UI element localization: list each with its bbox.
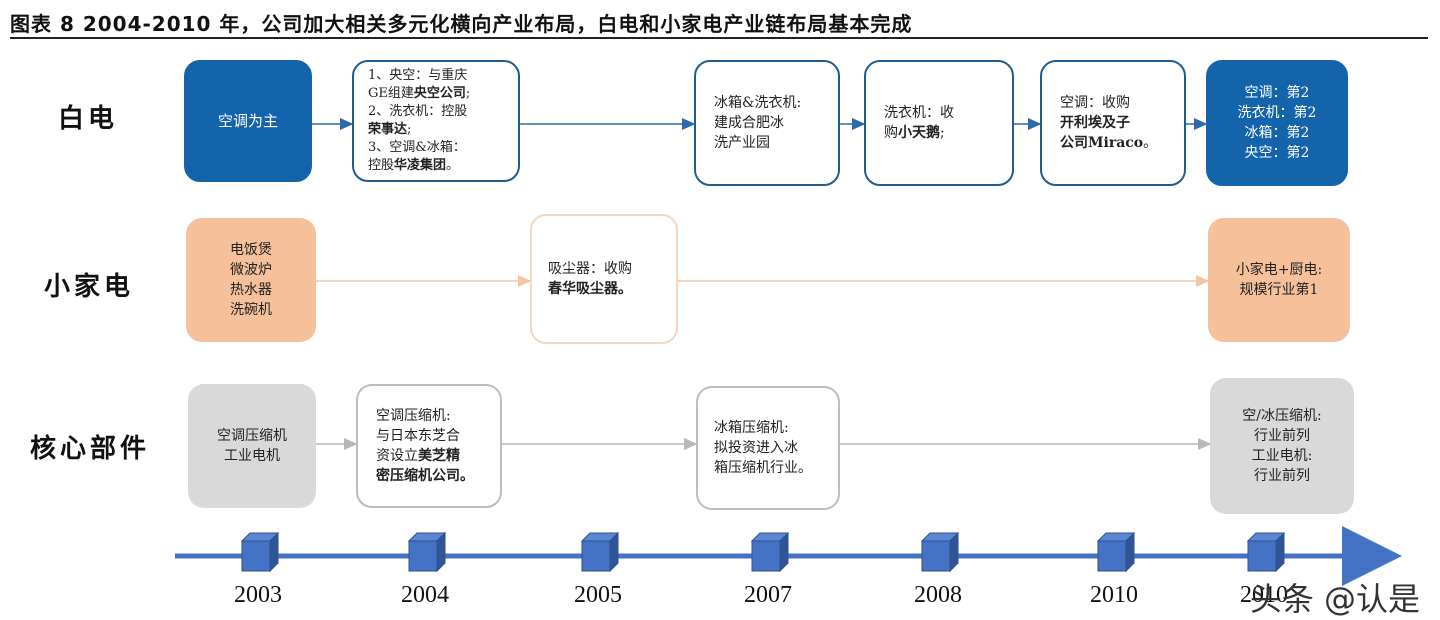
timeline-marker-2005 [580, 531, 620, 573]
year-2003: 2003 [234, 582, 282, 608]
year-2008: 2008 [914, 582, 962, 608]
small-2003-line4: 洗碗机 [230, 302, 272, 318]
white-2004-line3: 2、洗衣机：控股 [368, 104, 468, 119]
small-2003-line2: 微波炉 [230, 262, 272, 278]
timeline-marker-2008 [920, 531, 960, 573]
row-label-white-goods: 白电 [58, 104, 119, 134]
core-box-2003: 空调压缩机 工业电机 [188, 384, 316, 508]
white-2004-line6: 控股华凌集团。 [368, 158, 460, 173]
timeline-marker-2003 [240, 531, 280, 573]
title-rule [10, 37, 1428, 39]
white-2004-line1: 1、央空：与重庆 [368, 68, 468, 83]
core-box-result: 空/冰压缩机: 行业前列 工业电机: 行业前列 [1210, 378, 1354, 514]
core-result-line3: 工业电机: [1251, 448, 1313, 464]
small-2005-line2: 春华吸尘器。 [548, 281, 632, 297]
white-2004-line4: 荣事达; [368, 122, 412, 137]
timeline-marker-2007 [750, 531, 790, 573]
year-2007: 2007 [744, 582, 792, 608]
small-2005-line1: 吸尘器：收购 [548, 261, 632, 277]
core-2004-line3: 资设立美芝精 [376, 448, 460, 464]
white-2003-text: 空调为主 [217, 112, 278, 130]
year-2010-b: 2010 [1240, 582, 1288, 608]
core-2004-line1: 空调压缩机: [376, 408, 451, 424]
small-box-result: 小家电+厨电: 规模行业第1 [1208, 218, 1350, 342]
row-label-core-components: 核心部件 [30, 434, 151, 464]
white-2010-line3: 公司Miraco。 [1060, 135, 1158, 151]
figure-title: 图表 8 2004-2010 年，公司加大相关多元化横向产业布局，白电和小家电产… [10, 12, 913, 36]
row-label-small-appliances: 小家电 [44, 272, 135, 302]
small-2003-line1: 电饭煲 [230, 242, 272, 258]
year-2004: 2004 [401, 582, 449, 608]
white-2010-line1: 空调：收购 [1060, 95, 1130, 111]
core-2007-line2: 拟投资进入冰 [714, 440, 798, 456]
core-box-2004: 空调压缩机: 与日本东芝合 资设立美芝精 密压缩机公司。 [356, 384, 502, 508]
white-box-result: 空调：第2 洗衣机：第2 冰箱：第2 央空：第2 [1206, 60, 1348, 186]
core-2007-line3: 箱压缩机行业。 [714, 460, 812, 476]
timeline-marker-2010b [1246, 531, 1286, 573]
small-result-line1: 小家电+厨电: [1235, 262, 1323, 278]
timeline-markers [240, 531, 1286, 573]
small-result-line2: 规模行业第1 [1239, 282, 1319, 298]
white-2008-line2: 购小天鹅; [884, 125, 945, 141]
white-box-2004: 1、央空：与重庆 GE组建央空公司; 2、洗衣机：控股 荣事达; 3、空调&冰箱… [352, 60, 520, 182]
core-result-line4: 行业前列 [1254, 468, 1310, 484]
white-box-2003: 空调为主 [184, 60, 312, 182]
white-2007-line3: 洗产业园 [714, 135, 770, 151]
core-result-line2: 行业前列 [1254, 428, 1310, 444]
white-2007-line2: 建成合肥冰 [714, 115, 784, 131]
white-2008-line1: 洗衣机：收 [884, 105, 954, 121]
small-box-2003: 电饭煲 微波炉 热水器 洗碗机 [186, 218, 316, 342]
year-2005: 2005 [574, 582, 622, 608]
white-2007-line1: 冰箱&洗衣机: [714, 95, 802, 111]
white-result-line3: 冰箱：第2 [1244, 125, 1310, 141]
timeline-marker-2004 [407, 531, 447, 573]
timeline-marker-2010a [1096, 531, 1136, 573]
small-box-2005: 吸尘器：收购 春华吸尘器。 [530, 214, 678, 344]
core-2003-line1: 空调压缩机 [217, 428, 287, 444]
core-box-2007: 冰箱压缩机: 拟投资进入冰 箱压缩机行业。 [696, 386, 840, 510]
core-2007-line1: 冰箱压缩机: [714, 420, 789, 436]
white-box-2008: 洗衣机：收 购小天鹅; [864, 60, 1014, 186]
core-2004-line2: 与日本东芝合 [376, 428, 460, 444]
watermark: 头条 @认是 [1249, 580, 1420, 618]
white-result-line2: 洗衣机：第2 [1237, 105, 1317, 121]
small-2003-line3: 热水器 [230, 282, 272, 298]
core-2003-line2: 工业电机 [224, 448, 280, 464]
white-box-2007: 冰箱&洗衣机: 建成合肥冰 洗产业园 [694, 60, 840, 186]
year-2010-a: 2010 [1090, 582, 1138, 608]
white-result-line1: 空调：第2 [1244, 85, 1310, 101]
white-result-line4: 央空：第2 [1244, 145, 1310, 161]
core-2004-line4: 密压缩机公司。 [376, 468, 474, 484]
white-2010-line2: 开利埃及子 [1060, 115, 1130, 131]
core-result-line1: 空/冰压缩机: [1242, 408, 1322, 424]
white-2004-line2: GE组建央空公司; [368, 86, 471, 101]
white-2004-line5: 3、空调&冰箱： [368, 140, 466, 155]
white-box-2010: 空调：收购 开利埃及子 公司Miraco。 [1040, 60, 1186, 186]
